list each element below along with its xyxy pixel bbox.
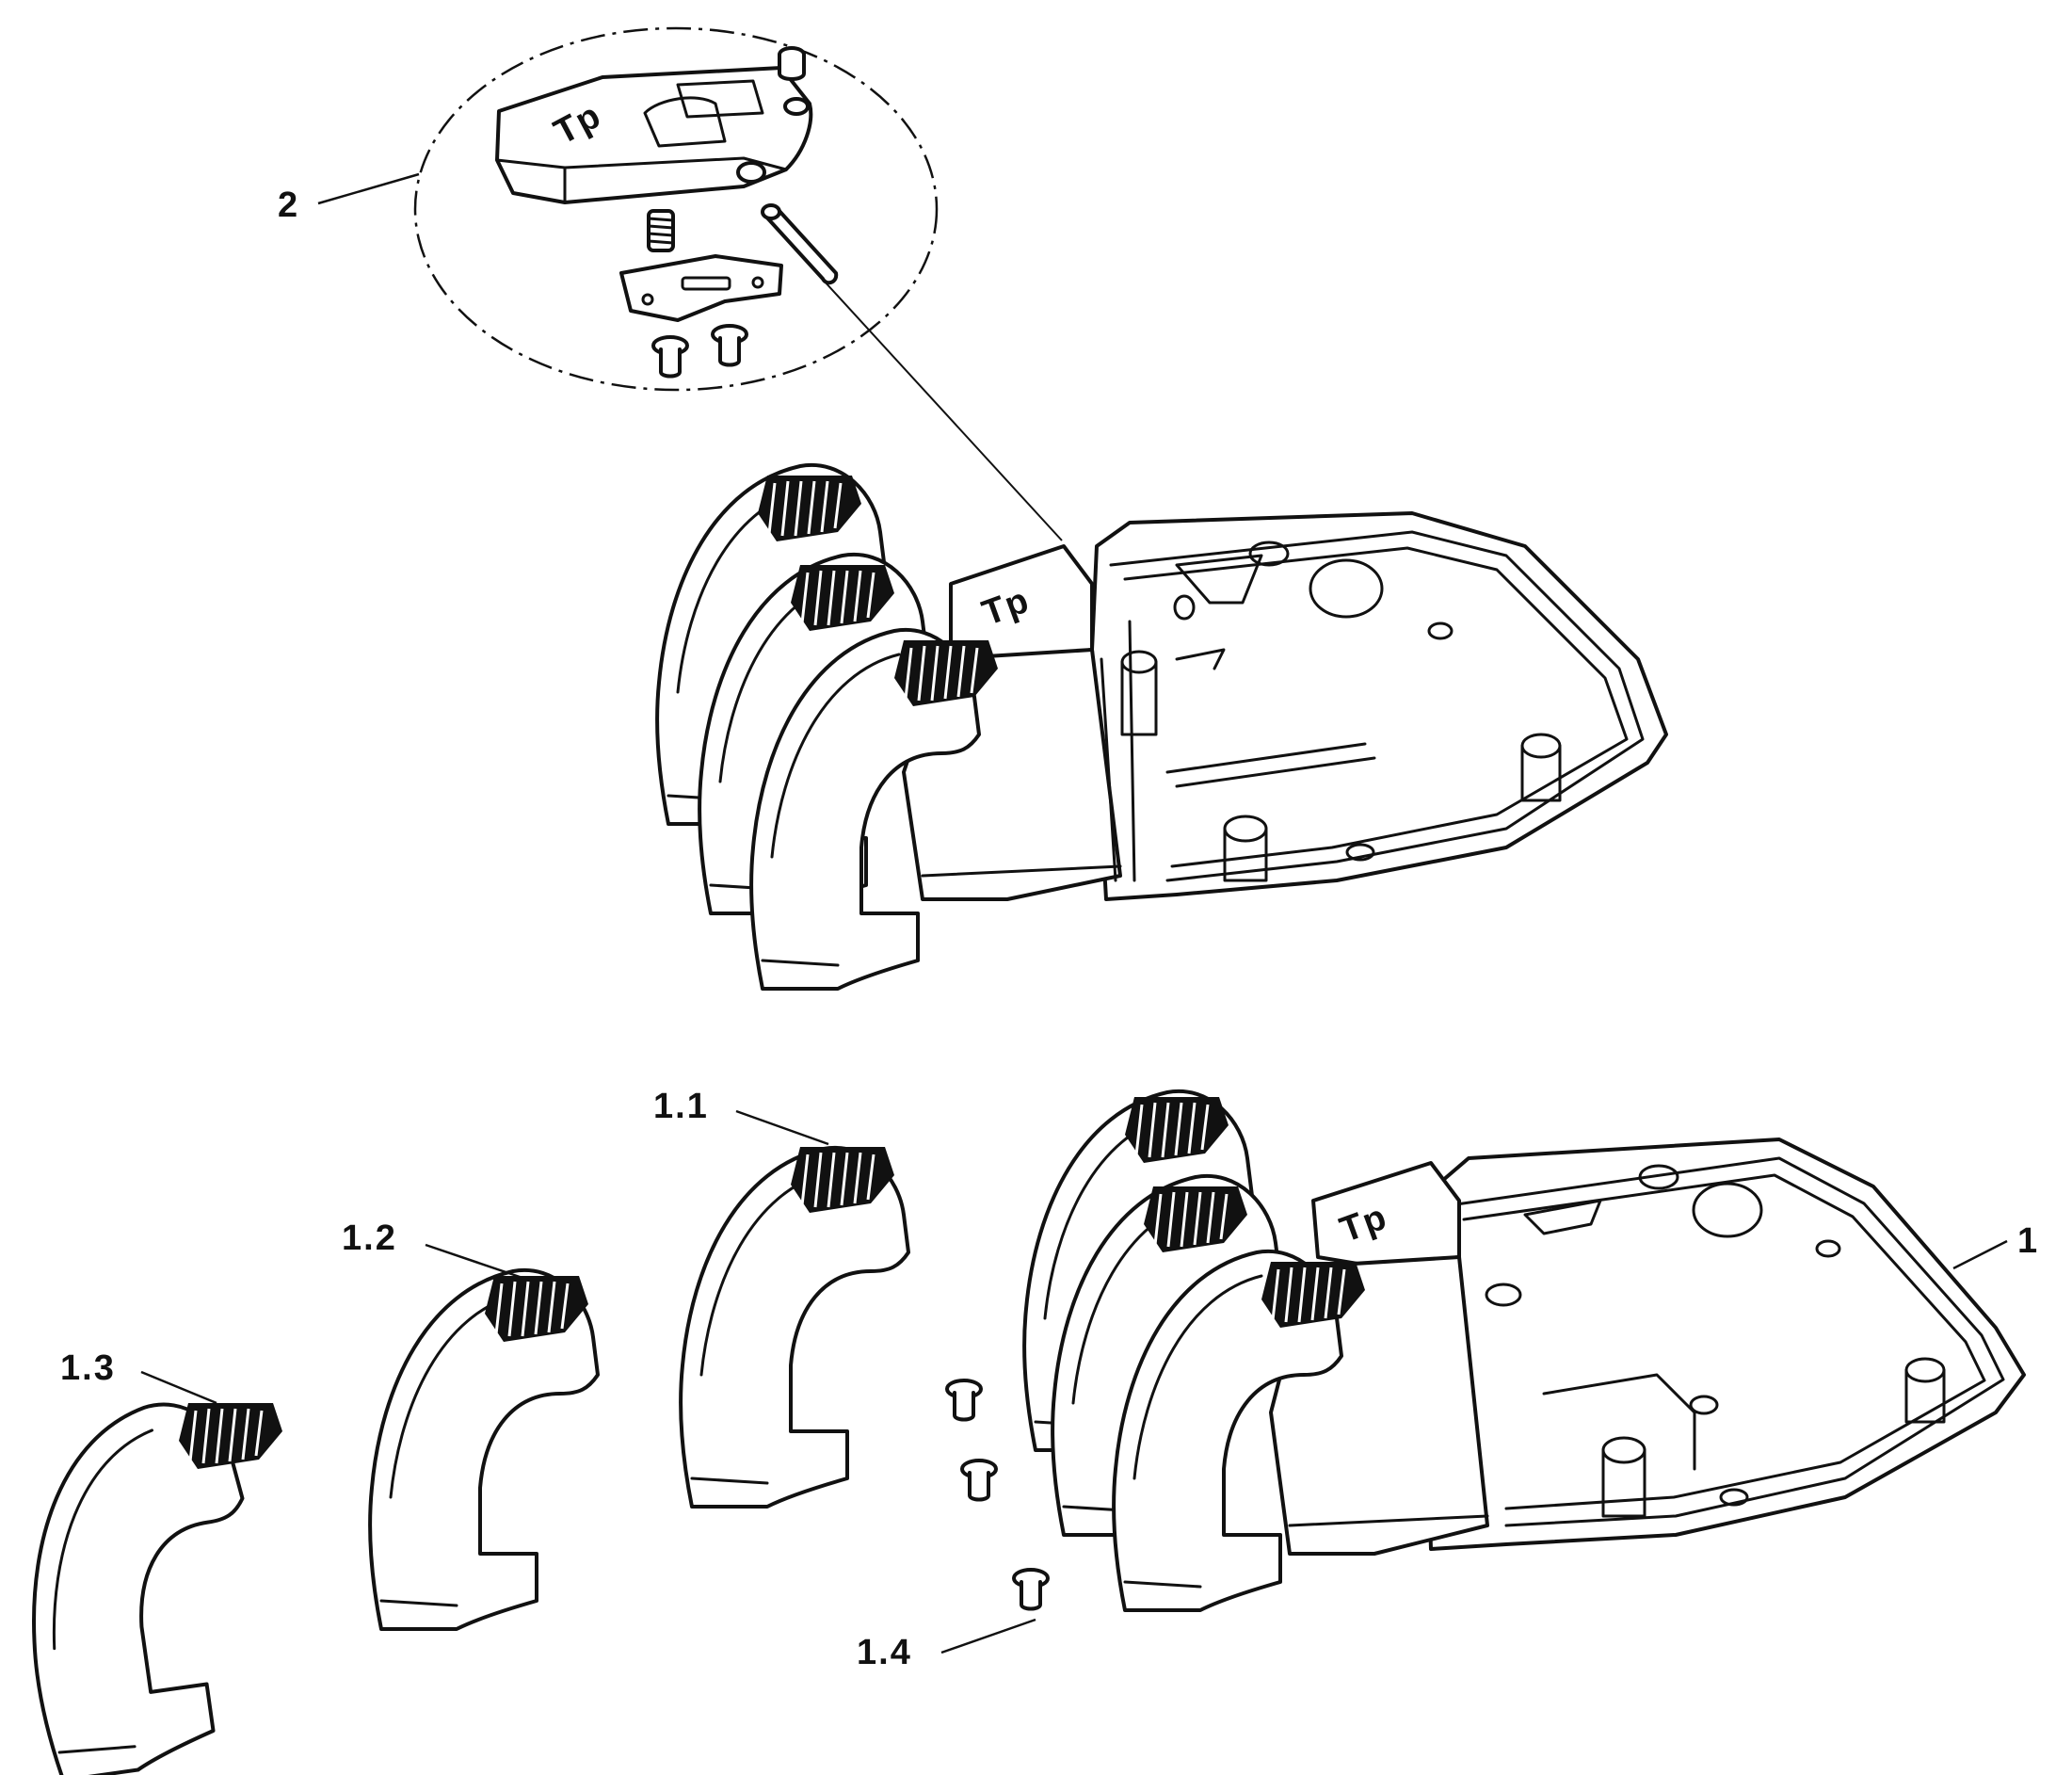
housing-1-bosses [1485,1164,1946,1518]
complete-assembly-top: Tp [655,462,1668,991]
housing-1-assembly: Tp [1022,1089,2026,1612]
rod-pin [761,203,839,285]
cap-pin [778,46,806,81]
callout-label-1-2: 1.2 [342,1218,397,1258]
callout-1-3: 1.3 [60,1348,217,1405]
housing-bosses [1120,541,1562,882]
callout-1-1: 1.1 [653,1087,829,1146]
latch-body-part: Tp [495,66,813,204]
spring [647,209,675,252]
lever-1-1 [679,1145,910,1509]
callout-label-1: 1 [2017,1221,2039,1261]
assembly-leader-line [823,280,1063,541]
callout-2: 2 [278,172,420,225]
base-plate [619,254,783,322]
callout-label-1-1: 1.1 [653,1087,709,1126]
callout-label-1-3: 1.3 [60,1348,116,1388]
detail-view-2: Tp [413,26,1063,541]
callout-1-2: 1.2 [342,1218,523,1280]
plate-screws [651,324,748,379]
callout-label-2: 2 [278,186,299,225]
callout-label-1-4: 1.4 [857,1633,912,1672]
callout-1: 1 [1952,1221,2039,1270]
lever-1-3 [0,1393,284,1775]
lever-1-2 [368,1267,600,1631]
detail-dashed-circle [413,26,939,392]
callout-1-4: 1.4 [857,1618,1036,1672]
